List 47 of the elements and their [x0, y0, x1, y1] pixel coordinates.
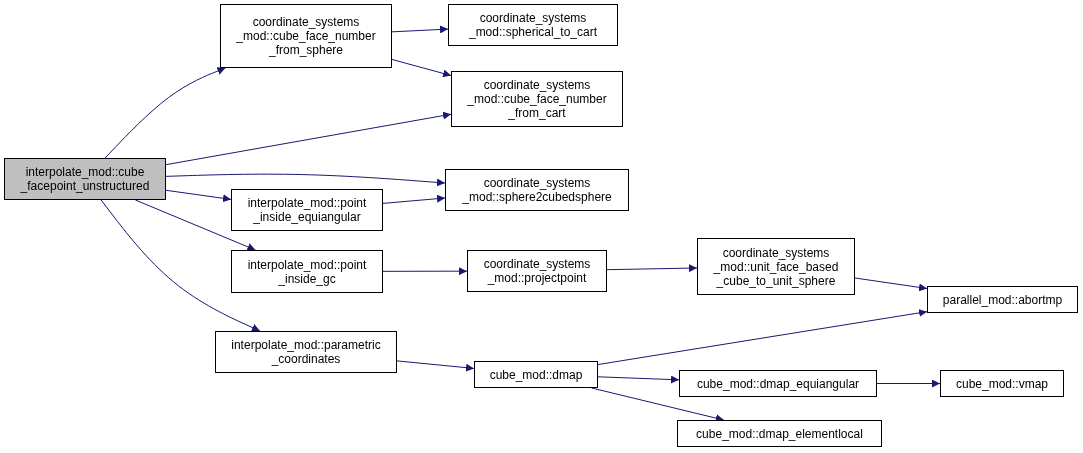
call-arrow [591, 387, 725, 422]
function-box [697, 238, 855, 295]
function-name: coordinate_systems _mod::spherical_to_cart [467, 11, 599, 39]
call-arrow [391, 25, 449, 34]
function-box [231, 250, 383, 293]
call-arrow [100, 199, 261, 332]
call-arrow [396, 360, 475, 372]
function-name: interpolate_mod::point _inside_gc [246, 257, 368, 286]
function-name: interpolate_mod::parametric _coordinates [230, 338, 382, 366]
function-box [220, 4, 392, 68]
call-arrow [597, 375, 680, 384]
call-arrow [876, 379, 941, 388]
function-box [215, 331, 397, 373]
function-box [927, 286, 1078, 313]
call-arrow [165, 189, 232, 203]
call-arrow [597, 308, 928, 366]
highlighted-function-box [4, 158, 166, 200]
function-name: coordinate_systems _mod::projectpoint [482, 257, 592, 285]
function-name: cube_mod::vmap [954, 376, 1050, 391]
call-arrow [104, 67, 226, 159]
call-arrow [165, 111, 452, 166]
call-arrow [854, 277, 928, 292]
function-name: cube_mod::dmap [488, 367, 584, 382]
function-box [677, 420, 882, 447]
function-box [467, 250, 607, 292]
function-name: cube_mod::dmap_equiangular [695, 376, 861, 391]
function-name: coordinate_systems _mod::cube_face_number _from_cart [466, 78, 608, 120]
function-box [445, 169, 629, 211]
call-arrow [134, 199, 256, 251]
function-box [679, 370, 877, 397]
call-arrow [165, 173, 446, 187]
function-box [451, 71, 623, 127]
function-box [474, 361, 598, 388]
function-name: cube_mod::dmap_elementlocal [695, 426, 864, 441]
function-name: coordinate_systems _mod::sphere2cubedsphere [461, 176, 613, 204]
function-name: interpolate_mod::cube _facepoint_unstructured [19, 165, 151, 193]
function-box [231, 189, 383, 231]
function-box [448, 4, 618, 46]
function-name: interpolate_mod::point _inside_equiangular [246, 196, 368, 224]
function-name: coordinate_systems _mod::cube_face_number _from_sphere [235, 15, 377, 57]
call-arrow [606, 264, 698, 273]
call-arrow [382, 194, 446, 204]
call-arrow [391, 58, 452, 78]
function-name: coordinate_systems _mod::unit_face_based _cube_to_unit_sphere [712, 245, 840, 288]
function-box [940, 370, 1064, 397]
call-arrow [382, 267, 468, 276]
function-name: parallel_mod::abortmp [941, 292, 1064, 307]
